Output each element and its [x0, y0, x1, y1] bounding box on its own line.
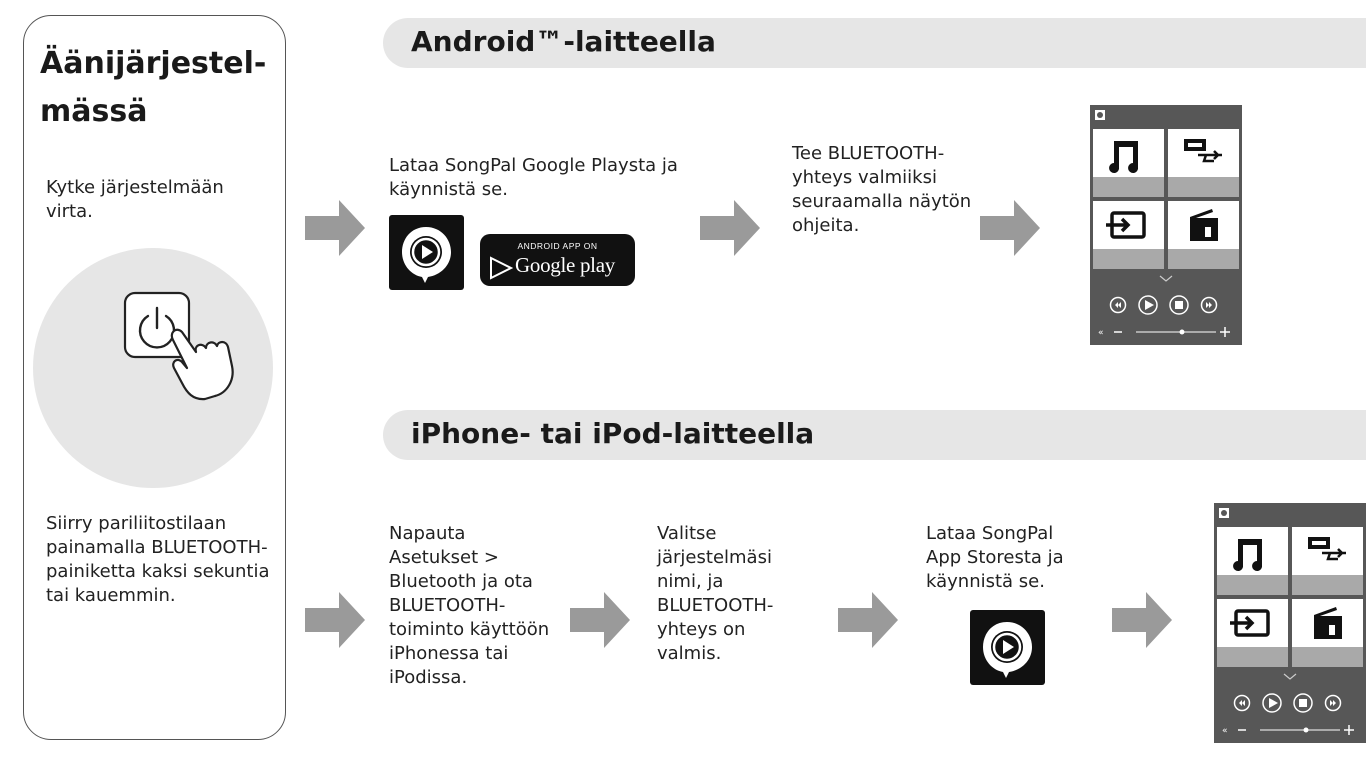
songpal-screen-iphone: « — [1214, 503, 1366, 743]
chevron-down-icon — [1159, 275, 1173, 282]
forward-icon — [1200, 296, 1218, 314]
arrow-right-icon — [1112, 592, 1172, 648]
input-icon — [1230, 609, 1270, 637]
arrow-right-icon — [838, 592, 898, 648]
system-step-pairing-text: Siirry pariliitostilaan painamalla BLUET… — [46, 513, 270, 606]
android-step1-text: Lataa SongPal Google Playsta ja käynnist… — [389, 155, 678, 200]
arrow-right-icon — [305, 200, 365, 256]
mute-icon: « — [1222, 726, 1228, 736]
radio-icon — [1190, 209, 1218, 241]
power-illustration — [33, 248, 273, 488]
iphone-heading: iPhone- tai iPod-laitteella — [411, 417, 815, 450]
rewind-icon — [1233, 694, 1251, 712]
iphone-banner: iPhone- tai iPod-laitteella — [383, 410, 1366, 460]
system-card-title-line2: mässä — [40, 94, 148, 129]
forward-icon — [1324, 694, 1342, 712]
android-step2-text: Tee BLUETOOTH-yhteys valmiiksi seuraamal… — [792, 143, 972, 236]
hand-pointer-icon — [170, 328, 234, 401]
stop-icon — [1169, 295, 1189, 315]
play-store-icon — [490, 256, 513, 280]
android-banner: Android™-laitteella — [383, 18, 1366, 68]
system-card-title-line1: Äänijärjestel- — [40, 46, 267, 81]
power-icon — [138, 306, 176, 349]
stop-icon — [1293, 693, 1313, 713]
usb-icon — [1308, 537, 1346, 561]
arrow-right-icon — [570, 592, 630, 648]
system-card — [23, 15, 286, 740]
rewind-icon — [1109, 296, 1127, 314]
iphone-step1-text: Napauta Asetukset > Bluetooth ja ota BLU… — [389, 523, 550, 688]
arrow-right-icon — [305, 592, 365, 648]
arrow-right-icon — [980, 200, 1040, 256]
iphone-step3-text: Lataa SongPal App Storesta ja käynnistä … — [926, 523, 1064, 592]
music-note-icon — [1109, 141, 1139, 173]
system-step-power-text: Kytke järjestelmään virta. — [46, 177, 224, 222]
radio-icon — [1314, 607, 1342, 639]
android-heading: Android™-laitteella — [411, 25, 716, 58]
mute-icon: « — [1098, 328, 1104, 338]
iphone-step2-text: Valitse järjestelmäsi nimi, ja BLUETOOTH… — [657, 523, 774, 664]
arrow-right-icon — [700, 200, 760, 256]
google-play-badge-big-text: Google play — [515, 253, 615, 277]
play-icon — [1262, 693, 1282, 713]
input-icon — [1106, 211, 1146, 239]
play-icon — [1138, 295, 1158, 315]
songpal-screen-android: « — [1090, 105, 1242, 345]
google-play-badge-small-text: ANDROID APP ON — [517, 241, 598, 251]
music-note-icon — [1233, 539, 1263, 571]
system-card-title: Äänijärjestel- mässä — [40, 40, 280, 136]
songpal-app-icon[interactable] — [970, 610, 1045, 685]
chevron-down-icon — [1283, 673, 1297, 680]
songpal-app-icon[interactable] — [389, 215, 464, 290]
usb-icon — [1184, 139, 1222, 163]
google-play-badge[interactable]: ANDROID APP ON Google play — [480, 234, 635, 286]
